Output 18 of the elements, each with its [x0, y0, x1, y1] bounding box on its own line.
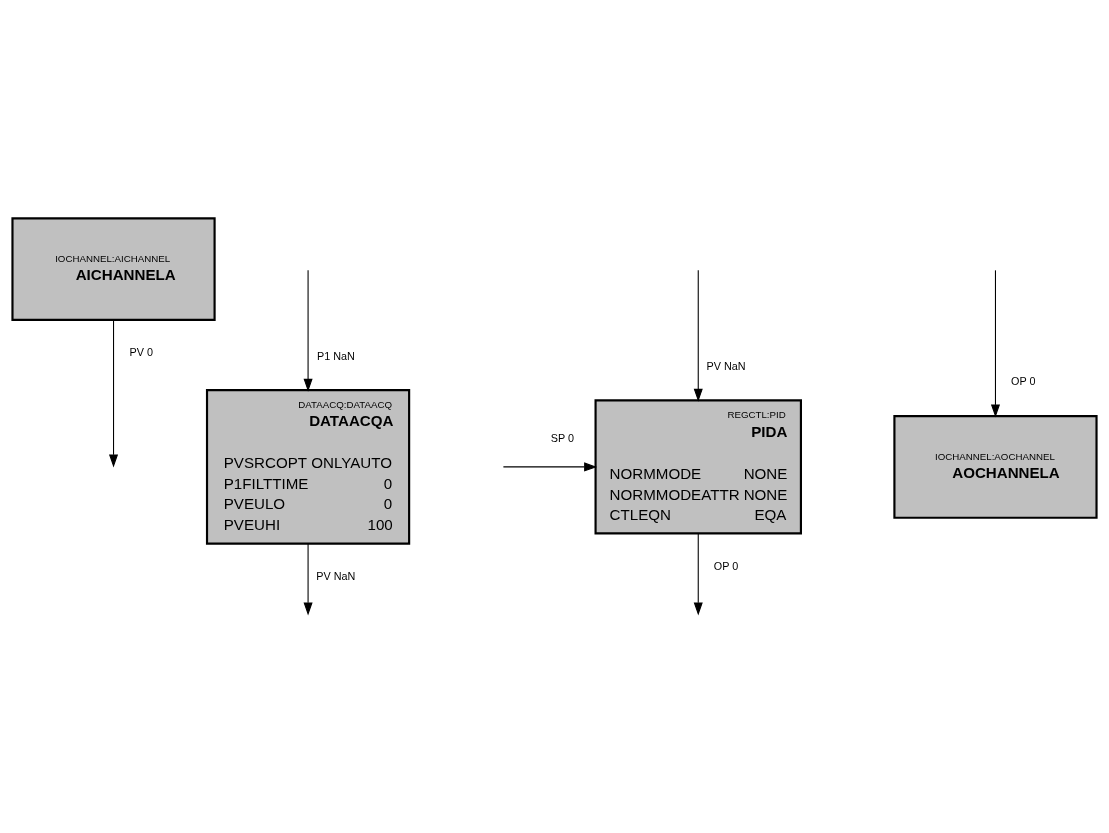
edge-label: PV NaN [316, 569, 356, 582]
edge-label: PV 0 [129, 345, 154, 358]
arrow [303, 269, 313, 392]
node-box: REGCTL:PID PIDA NORMMODE NONE NORMMODEATTR NONE CTLEQN EQA [594, 399, 802, 535]
node-box: IOCHANNEL:AOCHANNEL AOCHANNELA [893, 415, 1098, 519]
arrow [693, 269, 703, 402]
edge-label: OP 0 [1011, 375, 1036, 388]
arrow [693, 533, 703, 616]
arrow [109, 319, 119, 468]
arrow [990, 269, 1000, 418]
node-box: IOCHANNEL:AICHANNEL AICHANNELA [11, 217, 216, 321]
edge-label: P1 NaN [316, 349, 355, 362]
edge-label: OP 0 [713, 559, 739, 572]
edge-label: SP 0 [550, 431, 574, 444]
arrow [502, 462, 598, 472]
edge-label: PV NaN [706, 359, 746, 372]
arrow [303, 543, 313, 616]
node-box: DATAACQ:DATAACQ DATAACQA PVSRCOPT ONLYAUTO P1FILTTIME 0 PVEULO 0 PVEUHI 100 [205, 389, 411, 545]
